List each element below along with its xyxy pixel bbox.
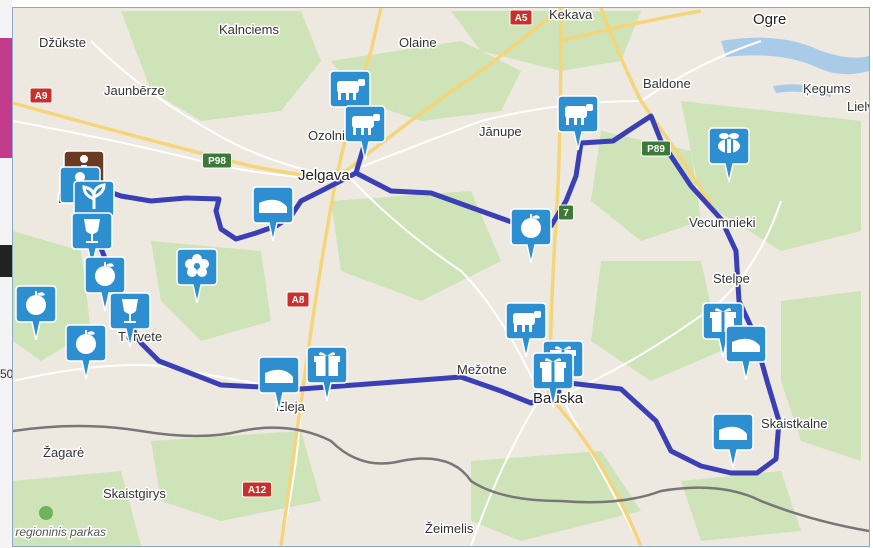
glass-icon[interactable] [109, 292, 151, 348]
road-shield-label: A12 [248, 485, 267, 496]
apple-icon[interactable] [15, 285, 57, 341]
road-shield-label: P89 [647, 144, 665, 155]
river [721, 37, 869, 97]
flower-icon[interactable] [176, 248, 218, 304]
place-label: Ogre [753, 11, 786, 28]
country-border [13, 424, 869, 533]
road-shield: A5 [509, 9, 533, 26]
apple-icon[interactable] [510, 208, 552, 264]
park-marker: s regioninis parkas [13, 506, 108, 541]
place-label: Olaine [399, 35, 437, 50]
cheese-icon[interactable] [258, 356, 300, 412]
cheese-icon[interactable] [252, 186, 294, 242]
road-shield-label: A9 [35, 91, 48, 102]
road-shield-label: A5 [515, 13, 528, 24]
road-shield-label: P98 [208, 156, 226, 167]
road-shield: P89 [641, 140, 671, 157]
place-label: Eleja [276, 399, 306, 414]
gift-icon[interactable] [532, 352, 574, 408]
sidebar-dark-block [0, 245, 12, 277]
place-label: Lielv [847, 99, 869, 114]
cheese-icon[interactable] [712, 413, 754, 469]
cow-icon[interactable] [557, 95, 599, 151]
road-shield: P98 [202, 152, 232, 169]
place-label: Tērvete [118, 329, 162, 344]
road-shield: 7 [558, 204, 574, 221]
poi-markers [15, 70, 767, 469]
place-label: Skaistgirys [103, 486, 166, 501]
gift-icon[interactable] [306, 346, 348, 402]
cow-icon[interactable] [329, 70, 371, 126]
road-shield-label: 7 [563, 208, 569, 219]
apple-icon[interactable] [65, 324, 107, 380]
park-label: s regioninis parkas [13, 525, 106, 539]
place-label: Vecumnieki [689, 215, 756, 230]
place-label: Kalnciems [219, 22, 279, 37]
place-label: Bauska [533, 390, 584, 407]
road-shield: A8 [286, 291, 310, 308]
place-label: Žeimelis [425, 521, 474, 536]
left-number: 50 [0, 367, 14, 381]
place-label: Mežotne [457, 362, 507, 377]
place-label: Džūkste [39, 35, 86, 50]
place-label: Jelgava [298, 167, 350, 184]
road-shield: A12 [242, 481, 272, 498]
road-shield-label: A8 [292, 295, 305, 306]
place-label: Žagarė [43, 445, 84, 460]
apple-icon[interactable] [84, 256, 126, 312]
place-label: Jānupe [479, 124, 522, 139]
plant-icon[interactable] [73, 180, 115, 236]
cow-icon[interactable] [505, 302, 547, 358]
place-label: Kekava [549, 8, 593, 22]
place-label: Skaistkalne [761, 416, 827, 431]
place-label: Ķegums [803, 81, 851, 96]
place-label: Stelpe [713, 271, 750, 286]
glass-icon[interactable] [71, 212, 113, 268]
place-label: Jaunbērze [104, 83, 165, 98]
bee-icon[interactable] [708, 127, 750, 183]
road-shield: A9 [29, 87, 53, 104]
cow-icon[interactable] [344, 105, 386, 161]
left-sidebar-strip [0, 0, 12, 548]
cheese-icon[interactable] [725, 325, 767, 381]
forest-areas [13, 11, 861, 546]
sidebar-image [0, 38, 12, 158]
place-label: Baldone [643, 76, 691, 91]
